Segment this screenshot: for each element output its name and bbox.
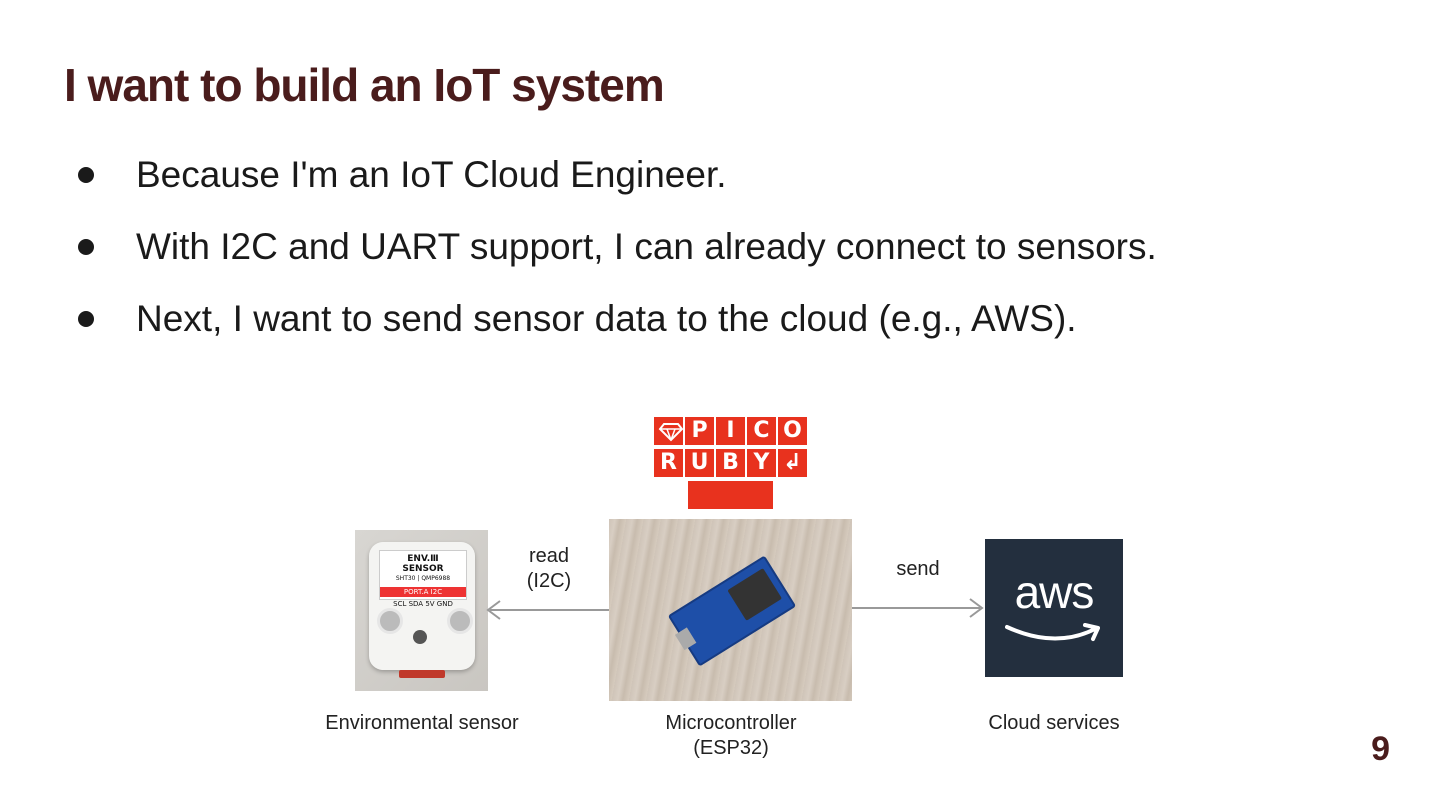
logo-letter: U [685, 449, 714, 477]
bullet-dot [78, 167, 94, 183]
aws-smile-icon [1005, 623, 1100, 641]
bullet-text: With I2C and UART support, I can already… [136, 226, 1157, 267]
read-label-line2: (I2C) [526, 570, 572, 592]
mcu-caption-line2: (ESP32) [693, 737, 769, 759]
sensor-label-line: SENSOR [402, 564, 444, 574]
bullet-text: Next, I want to send sensor data to the … [136, 298, 1077, 339]
send-arrowhead [969, 598, 984, 618]
logo-bar [688, 481, 773, 509]
read-label-line1: read [528, 545, 570, 567]
sensor-label-line: SHT30 | QMP6988 [395, 575, 451, 582]
page-number: 9 [1371, 730, 1390, 768]
sensor-port [413, 630, 427, 644]
logo-letter: I [716, 417, 745, 445]
mount-hole [447, 608, 473, 634]
cloud-caption: Cloud services [988, 712, 1120, 734]
mount-hole [377, 608, 403, 634]
aws-logo: aws [985, 539, 1123, 677]
sensor-label-port: PORT.A I2C [380, 587, 466, 597]
logo-letter: B [716, 449, 745, 477]
sensor-photo: ENV.Ⅲ SENSOR SHT30 | QMP6988 PORT.A I2C … [355, 530, 488, 691]
logo-letter: Y [747, 449, 776, 477]
sensor-module: ENV.Ⅲ SENSOR SHT30 | QMP6988 PORT.A I2C … [369, 542, 475, 670]
read-label: read (I2C) [508, 544, 590, 594]
bullet-text: Because I'm an IoT Cloud Engineer. [136, 154, 727, 195]
read-arrowhead [486, 600, 501, 620]
sensor-label-pins: SCL SDA 5V GND [393, 600, 453, 608]
sensor-label: ENV.Ⅲ SENSOR SHT30 | QMP6988 PORT.A I2C … [379, 550, 467, 608]
send-label: send [896, 558, 940, 580]
sensor-caption: Environmental sensor [325, 712, 519, 734]
sensor-connector [399, 670, 445, 678]
mcu-caption: Microcontroller (ESP32) [620, 711, 842, 761]
aws-logo-text: aws [1014, 566, 1095, 618]
return-icon: ↲ [778, 449, 807, 477]
ruby-gem-icon [654, 417, 684, 445]
logo-letter: R [654, 449, 683, 477]
bullet-dot [78, 311, 94, 327]
mcu-photo [609, 519, 852, 701]
slide-title: I want to build an IoT system [64, 59, 665, 111]
sensor-label-line: ENV.Ⅲ [407, 554, 439, 564]
mcu-caption-line1: Microcontroller [665, 712, 797, 734]
logo-letter: P [685, 417, 714, 445]
logo-letter: O [778, 417, 807, 445]
picoruby-logo: P I C R U B Y O ↲ [654, 417, 807, 509]
logo-letter: C [747, 417, 776, 445]
bullet-dot [78, 239, 94, 255]
